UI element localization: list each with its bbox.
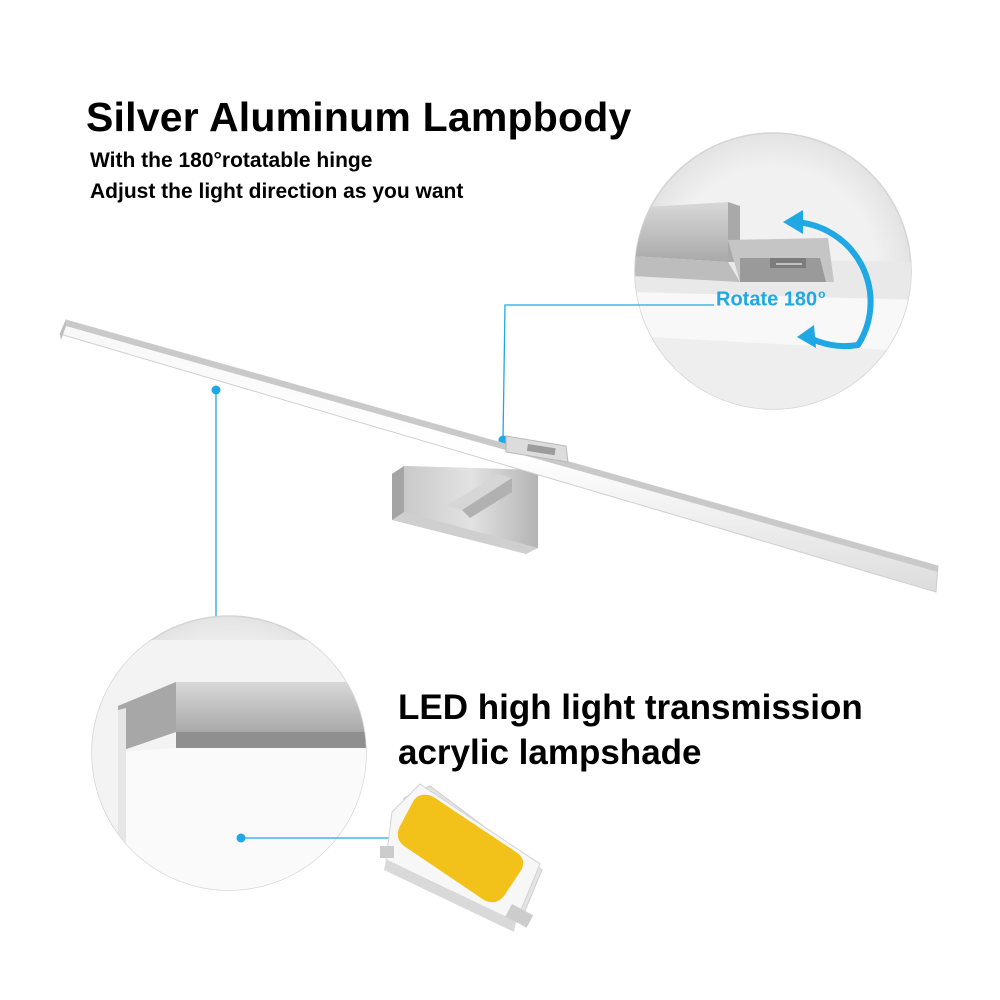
feature-subtitle-line-2: Adjust the light direction as you want bbox=[90, 180, 464, 203]
lampshade-zoom-circle bbox=[91, 615, 367, 891]
rotation-arrow-icon bbox=[790, 219, 874, 348]
hinge-callout-line bbox=[502, 304, 714, 441]
lampshade-caption-line-1: LED high light transmission bbox=[398, 688, 863, 727]
degree-mark: o bbox=[818, 287, 826, 301]
feature-subtitle-line-1: With the 180°rotatable hinge bbox=[90, 149, 373, 172]
led-tube bbox=[59, 319, 939, 593]
rotate-label-text: Rotate 180 bbox=[716, 288, 818, 311]
wall-mount-bracket bbox=[392, 466, 538, 554]
page-title: Silver Aluminum Lampbody bbox=[86, 94, 632, 140]
rotate-label: Rotate 180o bbox=[716, 287, 826, 312]
hinge-zoom-circle bbox=[634, 132, 912, 410]
lampshade-caption-line-2: acrylic lampshade bbox=[398, 733, 702, 772]
led-chip-icon bbox=[380, 783, 543, 932]
